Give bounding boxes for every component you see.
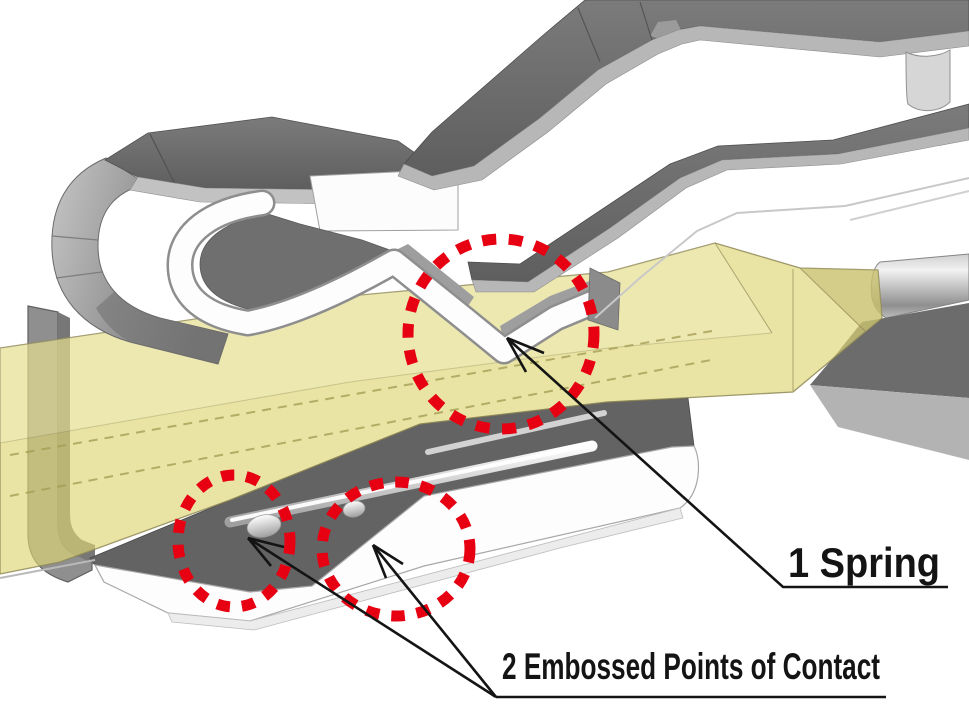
arrowhead-spring bbox=[505, 336, 545, 373]
curl-top-face-notch bbox=[149, 133, 177, 187]
label-embossed-contacts: 2 Embossed Points of Contact bbox=[502, 646, 880, 687]
spring-curl bbox=[51, 116, 459, 365]
highlight-circle-spring bbox=[402, 233, 600, 435]
spring-band-cut-face bbox=[169, 192, 603, 362]
male-tab-hidden-lines bbox=[9, 330, 717, 497]
highlight-circle-contact-right bbox=[316, 476, 476, 622]
highlight-circle-contact-left bbox=[172, 469, 296, 613]
base-plate bbox=[0, 397, 700, 631]
cut-face-boundary-line-2 bbox=[849, 190, 969, 221]
spring-dimple bbox=[166, 189, 621, 365]
upper-arm-front bbox=[467, 49, 969, 319]
curl-outer-underside bbox=[96, 292, 228, 364]
support-wedge-top bbox=[810, 303, 969, 398]
right-support bbox=[810, 253, 969, 460]
label-spring: 1 Spring bbox=[788, 539, 940, 586]
arrowhead-contact-right bbox=[371, 543, 404, 579]
curl-seam-lines bbox=[51, 235, 103, 279]
embossed-point-1 bbox=[246, 514, 282, 538]
embossed-rail-highlight bbox=[230, 443, 592, 522]
leader-contact-left bbox=[247, 536, 497, 699]
leader-contact-right bbox=[371, 544, 498, 698]
support-wedge-front bbox=[810, 385, 969, 460]
upper-arm-rear-bevel bbox=[397, 25, 969, 191]
dimple-bevel-left bbox=[394, 244, 474, 309]
male-tab-tip-face bbox=[800, 268, 882, 332]
arrowhead-contact-left bbox=[246, 536, 285, 567]
leader-spring bbox=[506, 337, 948, 589]
male-tab-edges bbox=[0, 242, 866, 444]
upper-arm-rear-creases bbox=[577, 1, 653, 63]
base-plate-left-edge-line bbox=[0, 559, 96, 579]
cut-face-boundary-line-1 bbox=[594, 177, 969, 319]
base-plate-bottom-flange bbox=[167, 507, 684, 631]
upper-arm-rear bbox=[397, 0, 969, 191]
arm-joint-post bbox=[905, 49, 951, 111]
callout-leaders bbox=[246, 336, 948, 699]
highlight-circles bbox=[172, 233, 600, 622]
upper-arm-front-bevel bbox=[471, 127, 969, 293]
